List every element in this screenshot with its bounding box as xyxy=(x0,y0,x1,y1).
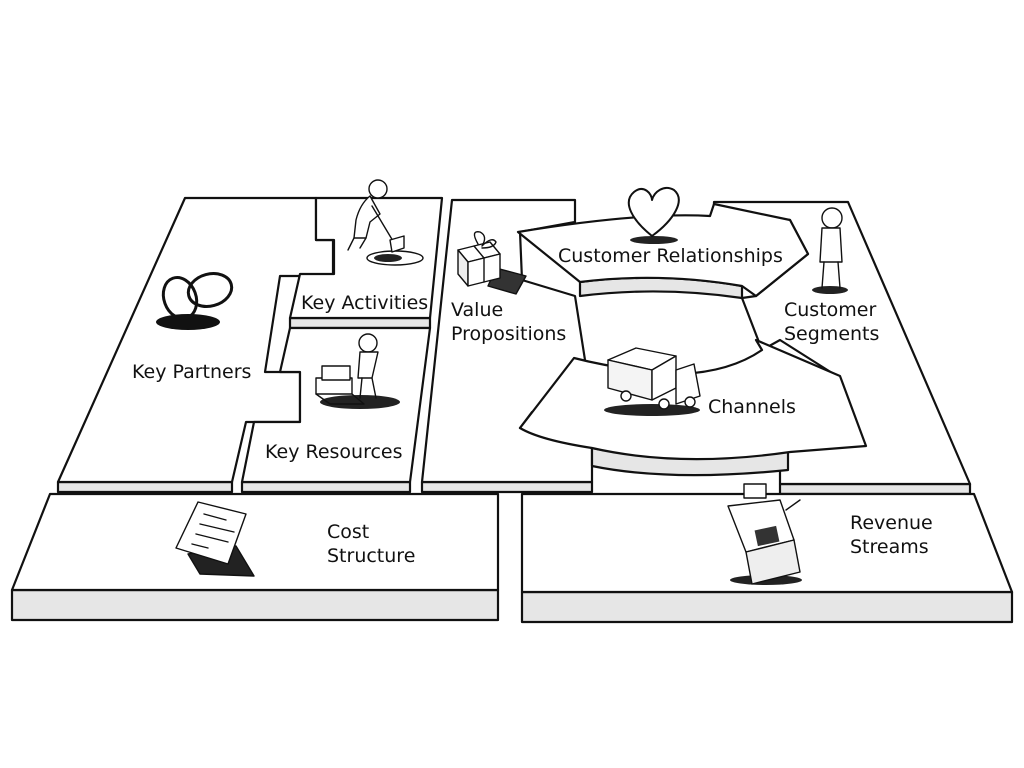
channels-label: Channels xyxy=(708,396,796,418)
cost-structure-label-line1: Cost xyxy=(327,521,369,543)
cost-structure-label-line2: Structure xyxy=(327,545,415,567)
standing-person-icon xyxy=(812,207,848,294)
cost-structure-block xyxy=(10,492,500,622)
revenue-streams-label-line1: Revenue xyxy=(850,512,933,534)
key-partners-label: Key Partners xyxy=(132,361,251,383)
gift-box-icon xyxy=(457,231,527,295)
heart-icon xyxy=(627,186,680,244)
value-propositions-label-line1: Value xyxy=(451,299,503,321)
person-with-boxes-icon xyxy=(315,333,400,409)
rings-icon xyxy=(156,272,234,330)
key-resources-label: Key Resources xyxy=(265,441,403,463)
customer-relationships-arrow xyxy=(516,202,810,300)
customer-relationships-label: Customer Relationships xyxy=(558,245,783,267)
cash-register-icon xyxy=(727,483,802,585)
customer-segments-label-line2: Segments xyxy=(784,323,879,345)
invoice-paper-icon xyxy=(175,501,255,577)
revenue-streams-label-line2: Streams xyxy=(850,536,929,558)
truck-icon xyxy=(604,347,701,416)
key-activities-label: Key Activities xyxy=(301,292,428,314)
value-propositions-label-line2: Propositions xyxy=(451,323,566,345)
digging-person-icon xyxy=(347,179,424,266)
key-activities-block xyxy=(288,196,444,330)
customer-segments-label-line1: Customer xyxy=(784,299,876,321)
